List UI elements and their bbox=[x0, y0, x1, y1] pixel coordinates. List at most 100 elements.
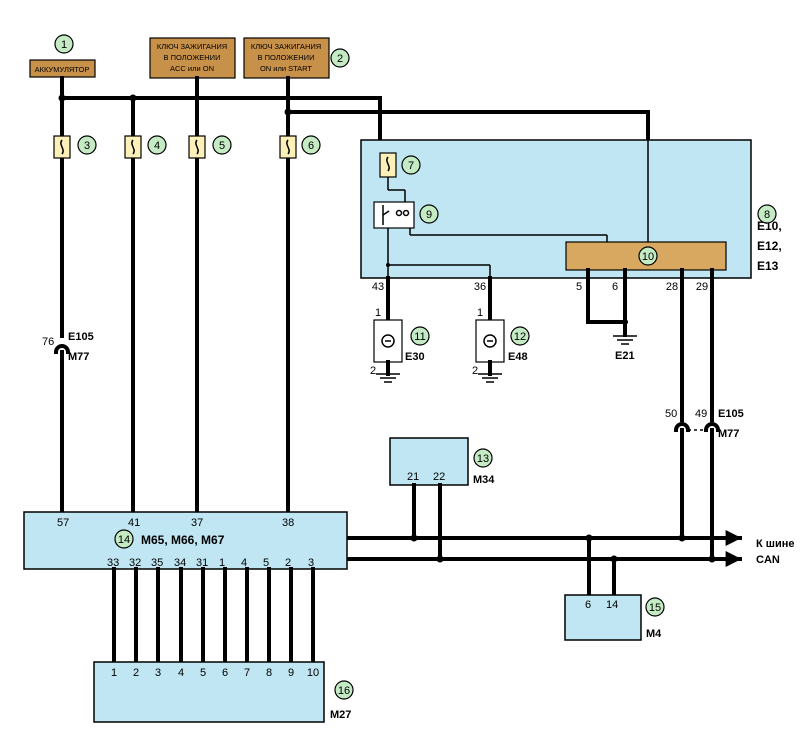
svg-text:6: 6 bbox=[585, 599, 591, 611]
svg-text:E105: E105 bbox=[718, 408, 744, 420]
svg-text:5: 5 bbox=[219, 140, 225, 152]
battery-source: АККУМУЛЯТОР bbox=[29, 59, 96, 78]
unit-13: 21 22 M34 bbox=[389, 437, 495, 561]
svg-text:35: 35 bbox=[151, 557, 163, 569]
svg-text:M4: M4 bbox=[646, 628, 662, 640]
svg-text:5: 5 bbox=[200, 667, 206, 679]
svg-text:M77: M77 bbox=[718, 428, 739, 440]
callout-9: 9 bbox=[419, 204, 439, 224]
can-label-2: CAN bbox=[756, 554, 780, 566]
callout-10: 10 bbox=[638, 246, 658, 266]
callout-5: 5 bbox=[212, 135, 232, 155]
svg-text:E30: E30 bbox=[405, 351, 425, 363]
svg-text:3: 3 bbox=[308, 557, 314, 569]
callout-15: 15 bbox=[645, 597, 665, 617]
svg-text:22: 22 bbox=[433, 471, 445, 483]
svg-text:6: 6 bbox=[612, 281, 618, 293]
svg-text:9: 9 bbox=[288, 667, 294, 679]
svg-text:В ПОЛОЖЕНИИ: В ПОЛОЖЕНИИ bbox=[258, 53, 315, 62]
svg-text:E105: E105 bbox=[68, 331, 94, 343]
unit8-outputs: E21 50 49 E105 M77 bbox=[386, 268, 744, 561]
callouts: 1 2 3 4 5 6 7 8 9 10 11 12 13 14 15 16 bbox=[54, 34, 777, 700]
svg-text:29: 29 bbox=[696, 281, 708, 293]
svg-text:7: 7 bbox=[408, 160, 414, 172]
callout-12: 12 bbox=[510, 326, 530, 346]
svg-text:33: 33 bbox=[107, 557, 119, 569]
svg-text:10: 10 bbox=[307, 667, 319, 679]
svg-text:21: 21 bbox=[407, 471, 419, 483]
m65-m27-wires bbox=[112, 567, 315, 664]
svg-text:13: 13 bbox=[477, 453, 489, 465]
svg-text:1: 1 bbox=[111, 667, 117, 679]
svg-text:32: 32 bbox=[129, 557, 141, 569]
svg-text:2: 2 bbox=[472, 365, 478, 377]
svg-text:2: 2 bbox=[133, 667, 139, 679]
svg-text:9: 9 bbox=[426, 209, 432, 221]
svg-text:8: 8 bbox=[266, 667, 272, 679]
svg-text:3: 3 bbox=[84, 140, 90, 152]
power-wiring bbox=[58, 76, 650, 514]
svg-text:15: 15 bbox=[649, 602, 661, 614]
unit-15: 6 14 M4 bbox=[564, 536, 662, 641]
svg-text:12: 12 bbox=[514, 331, 526, 343]
callout-7: 7 bbox=[401, 155, 421, 175]
svg-text:5: 5 bbox=[576, 281, 582, 293]
callout-16: 16 bbox=[334, 680, 354, 700]
svg-text:КЛЮЧ ЗАЖИГАНИЯ: КЛЮЧ ЗАЖИГАНИЯ bbox=[157, 42, 227, 51]
svg-text:1: 1 bbox=[477, 307, 483, 319]
ground-e21-label: E21 bbox=[615, 350, 635, 362]
callout-14: 14 bbox=[114, 529, 134, 549]
svg-text:50: 50 bbox=[665, 408, 677, 420]
fuse-6 bbox=[279, 135, 297, 159]
svg-text:28: 28 bbox=[666, 281, 678, 293]
fuse-5 bbox=[188, 135, 206, 159]
can-label-1: К шине bbox=[756, 538, 794, 550]
svg-text:36: 36 bbox=[474, 281, 486, 293]
svg-text:7: 7 bbox=[244, 667, 250, 679]
svg-text:4: 4 bbox=[154, 140, 160, 152]
unit-14: 57 41 37 38 M65, M66, M67 33 32 35 34 31… bbox=[23, 511, 348, 570]
connector-left: 76 E105 M77 bbox=[42, 331, 94, 363]
callout-8: 8 bbox=[757, 204, 777, 224]
svg-text:M77: M77 bbox=[68, 351, 89, 363]
svg-text:14: 14 bbox=[606, 599, 618, 611]
callout-11: 11 bbox=[410, 326, 430, 346]
ignition-acc-source: КЛЮЧ ЗАЖИГАНИЯ В ПОЛОЖЕНИИ ACC или ON bbox=[149, 37, 236, 79]
svg-text:31: 31 bbox=[196, 557, 208, 569]
svg-text:34: 34 bbox=[174, 557, 186, 569]
svg-text:10: 10 bbox=[642, 251, 654, 263]
fuse-3 bbox=[53, 135, 71, 159]
svg-text:ON или START: ON или START bbox=[260, 64, 312, 73]
svg-text:M27: M27 bbox=[330, 709, 351, 721]
svg-text:M34: M34 bbox=[473, 474, 495, 486]
svg-text:4: 4 bbox=[178, 667, 184, 679]
battery-label: АККУМУЛЯТОР bbox=[35, 65, 90, 74]
callout-6: 6 bbox=[301, 135, 321, 155]
svg-text:3: 3 bbox=[155, 667, 161, 679]
svg-text:ACC или ON: ACC или ON bbox=[170, 64, 214, 73]
svg-text:2: 2 bbox=[337, 53, 343, 65]
svg-text:76: 76 bbox=[42, 336, 54, 348]
svg-text:38: 38 bbox=[282, 517, 294, 529]
callout-2: 2 bbox=[330, 48, 350, 68]
callout-4: 4 bbox=[147, 135, 167, 155]
svg-text:E13: E13 bbox=[757, 259, 779, 273]
svg-text:37: 37 bbox=[191, 517, 203, 529]
svg-text:E48: E48 bbox=[508, 351, 528, 363]
svg-text:M65, M66, M67: M65, M66, M67 bbox=[141, 533, 225, 547]
svg-text:8: 8 bbox=[764, 209, 770, 221]
lamp-12: 1 2 E48 bbox=[472, 307, 528, 383]
svg-text:43: 43 bbox=[372, 281, 384, 293]
svg-text:2: 2 bbox=[285, 557, 291, 569]
svg-text:4: 4 bbox=[241, 557, 247, 569]
svg-text:14: 14 bbox=[118, 534, 130, 546]
svg-text:КЛЮЧ ЗАЖИГАНИЯ: КЛЮЧ ЗАЖИГАНИЯ bbox=[251, 42, 321, 51]
callout-1: 1 bbox=[54, 34, 74, 54]
can-bus: К шине CAN bbox=[345, 530, 794, 567]
svg-text:В ПОЛОЖЕНИИ: В ПОЛОЖЕНИИ bbox=[164, 53, 221, 62]
svg-text:11: 11 bbox=[414, 331, 425, 343]
callout-3: 3 bbox=[77, 135, 97, 155]
relay-9 bbox=[373, 190, 415, 229]
